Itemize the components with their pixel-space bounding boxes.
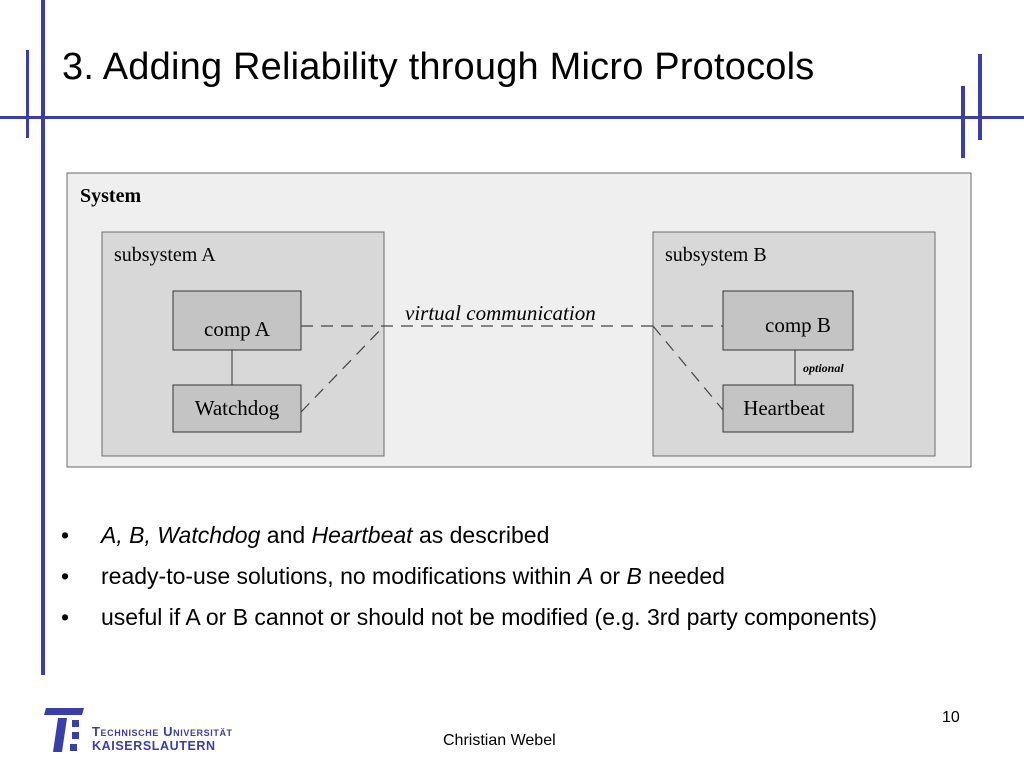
bullet-text: Heartbeat: [311, 522, 413, 548]
bullet-text: needed: [641, 563, 725, 589]
tu-logo-mark-icon: [44, 708, 84, 752]
left-vertical-accent-line: [41, 0, 45, 675]
right-vertical-accent-line-short: [978, 54, 982, 140]
bullet-item: ready-to-use solutions, no modifications…: [58, 561, 938, 591]
heartbeat-label: Heartbeat: [743, 396, 825, 420]
watchdog-box: [172, 384, 302, 433]
bullet-text: B: [626, 563, 642, 589]
bullet-text: or: [593, 563, 627, 589]
bullet-item: useful if A or B cannot or should not be…: [58, 602, 938, 632]
page-number: 10: [942, 709, 960, 726]
bullet-text: A: [577, 563, 594, 589]
comp-b-label: comp B: [765, 313, 831, 337]
bullet-text: useful if A or B cannot or should not be…: [101, 604, 878, 630]
bullet-text: A, B, Watchdog: [101, 522, 261, 548]
footer-author: Christian Webel: [443, 732, 556, 749]
bullet-text: and: [260, 522, 312, 548]
bullet-item: A, B, Watchdog and Heartbeat as describe…: [58, 520, 938, 550]
logo-text-line-1: Technische Universität: [92, 724, 233, 739]
comp-a-box: [172, 290, 302, 351]
bullet-text: ready-to-use solutions, no modifications…: [101, 563, 578, 589]
comp-b-box: [722, 290, 854, 351]
optional-label: optional: [803, 361, 844, 375]
logo-text-line-2: KAISERSLAUTERN: [92, 739, 216, 753]
university-logo: Technische Universität KAISERSLAUTERN: [44, 706, 232, 754]
slide-title: 3. Adding Reliability through Micro Prot…: [62, 46, 815, 88]
subsystem-a-label: subsystem A: [114, 244, 216, 266]
comp-a-label: comp A: [204, 317, 271, 341]
bullet-text: as described: [412, 522, 550, 548]
right-vertical-accent-line: [961, 86, 965, 158]
bullet-list: A, B, Watchdog and Heartbeat as describe…: [58, 520, 938, 643]
header-horizontal-rule: [0, 116, 1024, 119]
heartbeat-box: [722, 384, 854, 433]
link-to-heartbeat-dashed: [652, 325, 724, 411]
left-vertical-accent-line-short: [26, 50, 29, 138]
watchdog-label: Watchdog: [195, 396, 280, 420]
system-label: System: [80, 185, 141, 207]
subsystem-b-label: subsystem B: [665, 244, 767, 266]
virtual-communication-label: virtual communication: [405, 301, 596, 325]
